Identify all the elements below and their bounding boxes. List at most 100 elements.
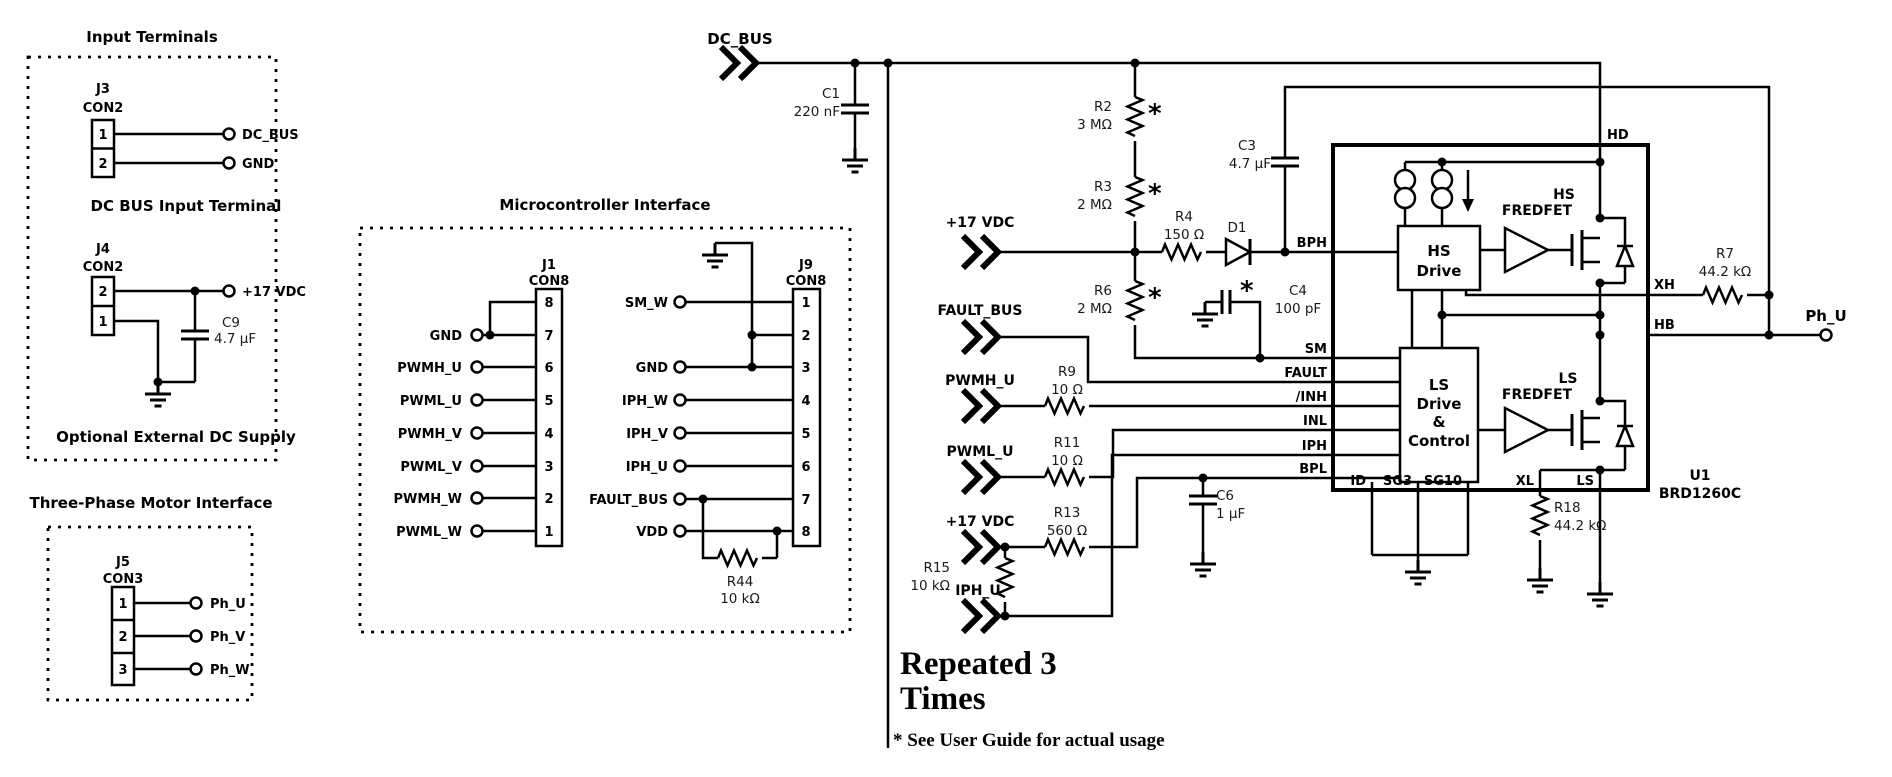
c4-value: 100 pF [1275,301,1321,317]
c9-value: 4.7 µF [214,331,256,347]
fault-wires [1000,335,1333,384]
u1-outline [1331,143,1650,492]
j9-pin-number: 3 [801,361,810,376]
net-label-fault-bus: FAULT_BUS [937,303,1022,319]
section-frames [26,55,852,702]
c3-capacitor [1269,156,1301,168]
j1-ref: J1 [541,258,556,273]
r7-ref: R7 [1716,246,1734,262]
j9-label-sm-w: SM_W [625,296,668,311]
j1-connector [534,287,564,548]
c6-ground-icon [1188,550,1218,578]
j9-pin-number: 5 [801,427,810,442]
divider-chain-wires [1133,63,1333,360]
vdc17-b-chevron-icon [963,531,998,563]
j5-ref: J5 [115,555,130,570]
c1-capacitor [839,103,871,115]
net-label-ph-w: Ph_W [210,663,250,678]
j4-ref: J4 [95,242,110,257]
j1-pin-number: 7 [544,329,553,344]
hs-fredfet-line1: HS [1553,187,1575,203]
ls-fredfet-icon [1570,399,1635,472]
pin-label-xh: XH [1654,278,1675,293]
ls-fredfet-line1: LS [1558,371,1577,387]
j9-label-gnd: GND [636,361,669,376]
pin-label-bph: BPH [1297,236,1327,251]
net-label-ph-u-out: Ph_U [1805,307,1846,325]
r2-resistor [1128,97,1143,136]
j4-pin-bottom: 1 [98,315,107,330]
j4-wires [114,289,223,384]
iph-u-chevron-icon [963,600,998,632]
hs-fredfet-line2: FREDFET [1502,203,1573,219]
section-title: Three-Phase Motor Interface [29,494,272,512]
c3-value: 4.7 µF [1229,156,1271,172]
hs-buffer-icon [1503,225,1551,275]
c6-capacitor [1187,494,1219,506]
j1-pin-number: 8 [544,296,553,311]
c3-ref: C3 [1238,138,1256,154]
hs-fredfet-icon [1570,216,1635,285]
j1-label-pwml-u: PWML_U [400,394,462,409]
mcu-interface-frame [358,226,852,634]
pin-label-sg3: SG3 [1383,474,1412,489]
motor-interface-frame [46,525,254,702]
r3-ref: R3 [1094,179,1112,195]
r18-resistor [1533,496,1548,535]
pin-label-fault: FAULT [1284,366,1327,381]
dc-bus-chevron-icon [721,47,756,79]
j9-type: CON8 [786,274,827,289]
u1-ref: U1 [1689,468,1710,484]
pin-label-iph: IPH [1302,439,1327,454]
j9-ref: J9 [798,258,813,273]
ls-ground-icon [1585,580,1615,608]
hs-drive-line1: HS [1427,242,1450,260]
repeated-note-line2: Times [900,681,986,717]
j1-pin-number: 6 [544,361,553,376]
pin-label-ls: LS [1576,474,1594,489]
u1-part: BRD1260C [1659,486,1741,502]
j9-pin-number: 6 [801,460,810,475]
j5-wires [134,601,190,671]
section-title: Microcontroller Interface [499,196,710,214]
c4-ref: C4 [1289,283,1307,299]
dc-bus-subtitle: DC BUS Input Terminal [91,197,282,215]
r13-resistor [1043,538,1086,556]
j1-label-pwmh-w: PWMH_W [393,492,462,507]
u1-chip: BPH SM FAULT /INH INL IPH BPL HS Drive L… [1284,128,1847,608]
c4-capacitor [1220,288,1232,316]
r11-resistor [1043,468,1086,486]
j5-pin2: 2 [118,630,127,645]
footnote: * See User Guide for actual usage [893,730,1165,751]
c4-ground-icon [1190,300,1220,328]
section-title: Input Terminals [86,28,218,46]
c4-leads [1205,300,1262,358]
input-terminals-frame [26,55,278,462]
j1-label-pwml-v: PWML_V [400,460,462,475]
j3-pin2: 2 [98,157,107,172]
hs-drive-block [1396,224,1482,292]
sg-ground-icon [1403,558,1433,586]
r7-resistor [1701,286,1744,304]
r3-asterisk: * [1148,179,1162,209]
pin-label-inl: INL [1303,414,1327,429]
pin-label-xl: XL [1516,474,1534,489]
c9-ref: C9 [222,315,240,331]
r9-resistor [1043,397,1086,415]
j1-pin-number: 5 [544,394,553,409]
j1-label-pwmh-v: PWMH_V [398,427,462,442]
c1-value: 220 nF [794,104,840,120]
r9-value: 10 Ω [1051,382,1083,398]
net-label-iph-u: IPH_U [955,583,1001,599]
r3-resistor [1128,177,1143,216]
ls-drive-line4: Control [1408,432,1470,450]
r3-value: 2 MΩ [1077,197,1112,213]
inl-wires [1000,428,1333,479]
down-arrow-icon [1462,170,1474,212]
net-label-dc-bus-j3: DC_BUS [242,128,299,143]
r11-value: 10 Ω [1051,453,1083,469]
r6-asterisk: * [1148,283,1162,313]
j1-pin-number: 3 [544,460,553,475]
j3-pin1: 1 [98,128,107,143]
vdc17-chevron-icon [963,236,998,268]
